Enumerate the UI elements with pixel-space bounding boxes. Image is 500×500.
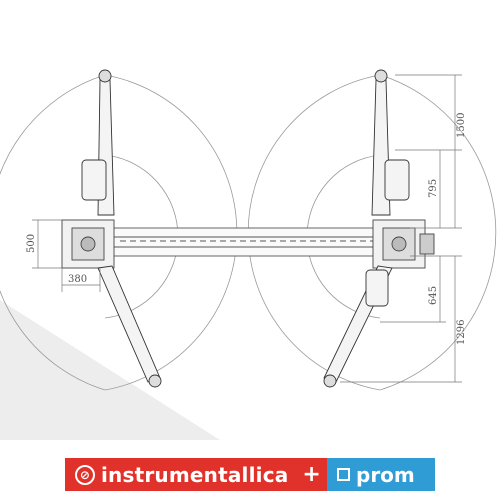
right-lower-arm [323, 265, 393, 388]
swing-arc-right-rear [379, 74, 497, 391]
brand-banner[interactable]: ⊘ instrumentallica + prom [65, 458, 435, 491]
dim-label-1500: 1500 [456, 113, 467, 138]
partner-block[interactable]: prom [327, 458, 435, 491]
dim-label-500: 500 [26, 234, 37, 253]
square-logo-icon [337, 468, 350, 481]
left-upper-arm [81, 69, 115, 216]
dim-label-380: 380 [68, 274, 87, 285]
left-lower-arm [97, 265, 162, 388]
right-column-base [372, 219, 435, 269]
brand-block[interactable]: ⊘ instrumentallica + [65, 458, 327, 491]
plus-sign: + [302, 462, 321, 487]
partner-name: prom [356, 462, 415, 487]
crossbeam [87, 227, 414, 257]
left-column-base [61, 219, 115, 269]
background-wedge [0, 300, 220, 440]
dim-label-645: 645 [428, 286, 439, 305]
right-upper-arm [371, 69, 410, 216]
brand-name: instrumentallica [101, 462, 289, 487]
dim-label-795: 795 [428, 179, 439, 198]
dim-label-1296: 1296 [456, 320, 467, 345]
swing-arc-left-rear [0, 74, 106, 391]
circle-logo-icon: ⊘ [75, 464, 95, 485]
